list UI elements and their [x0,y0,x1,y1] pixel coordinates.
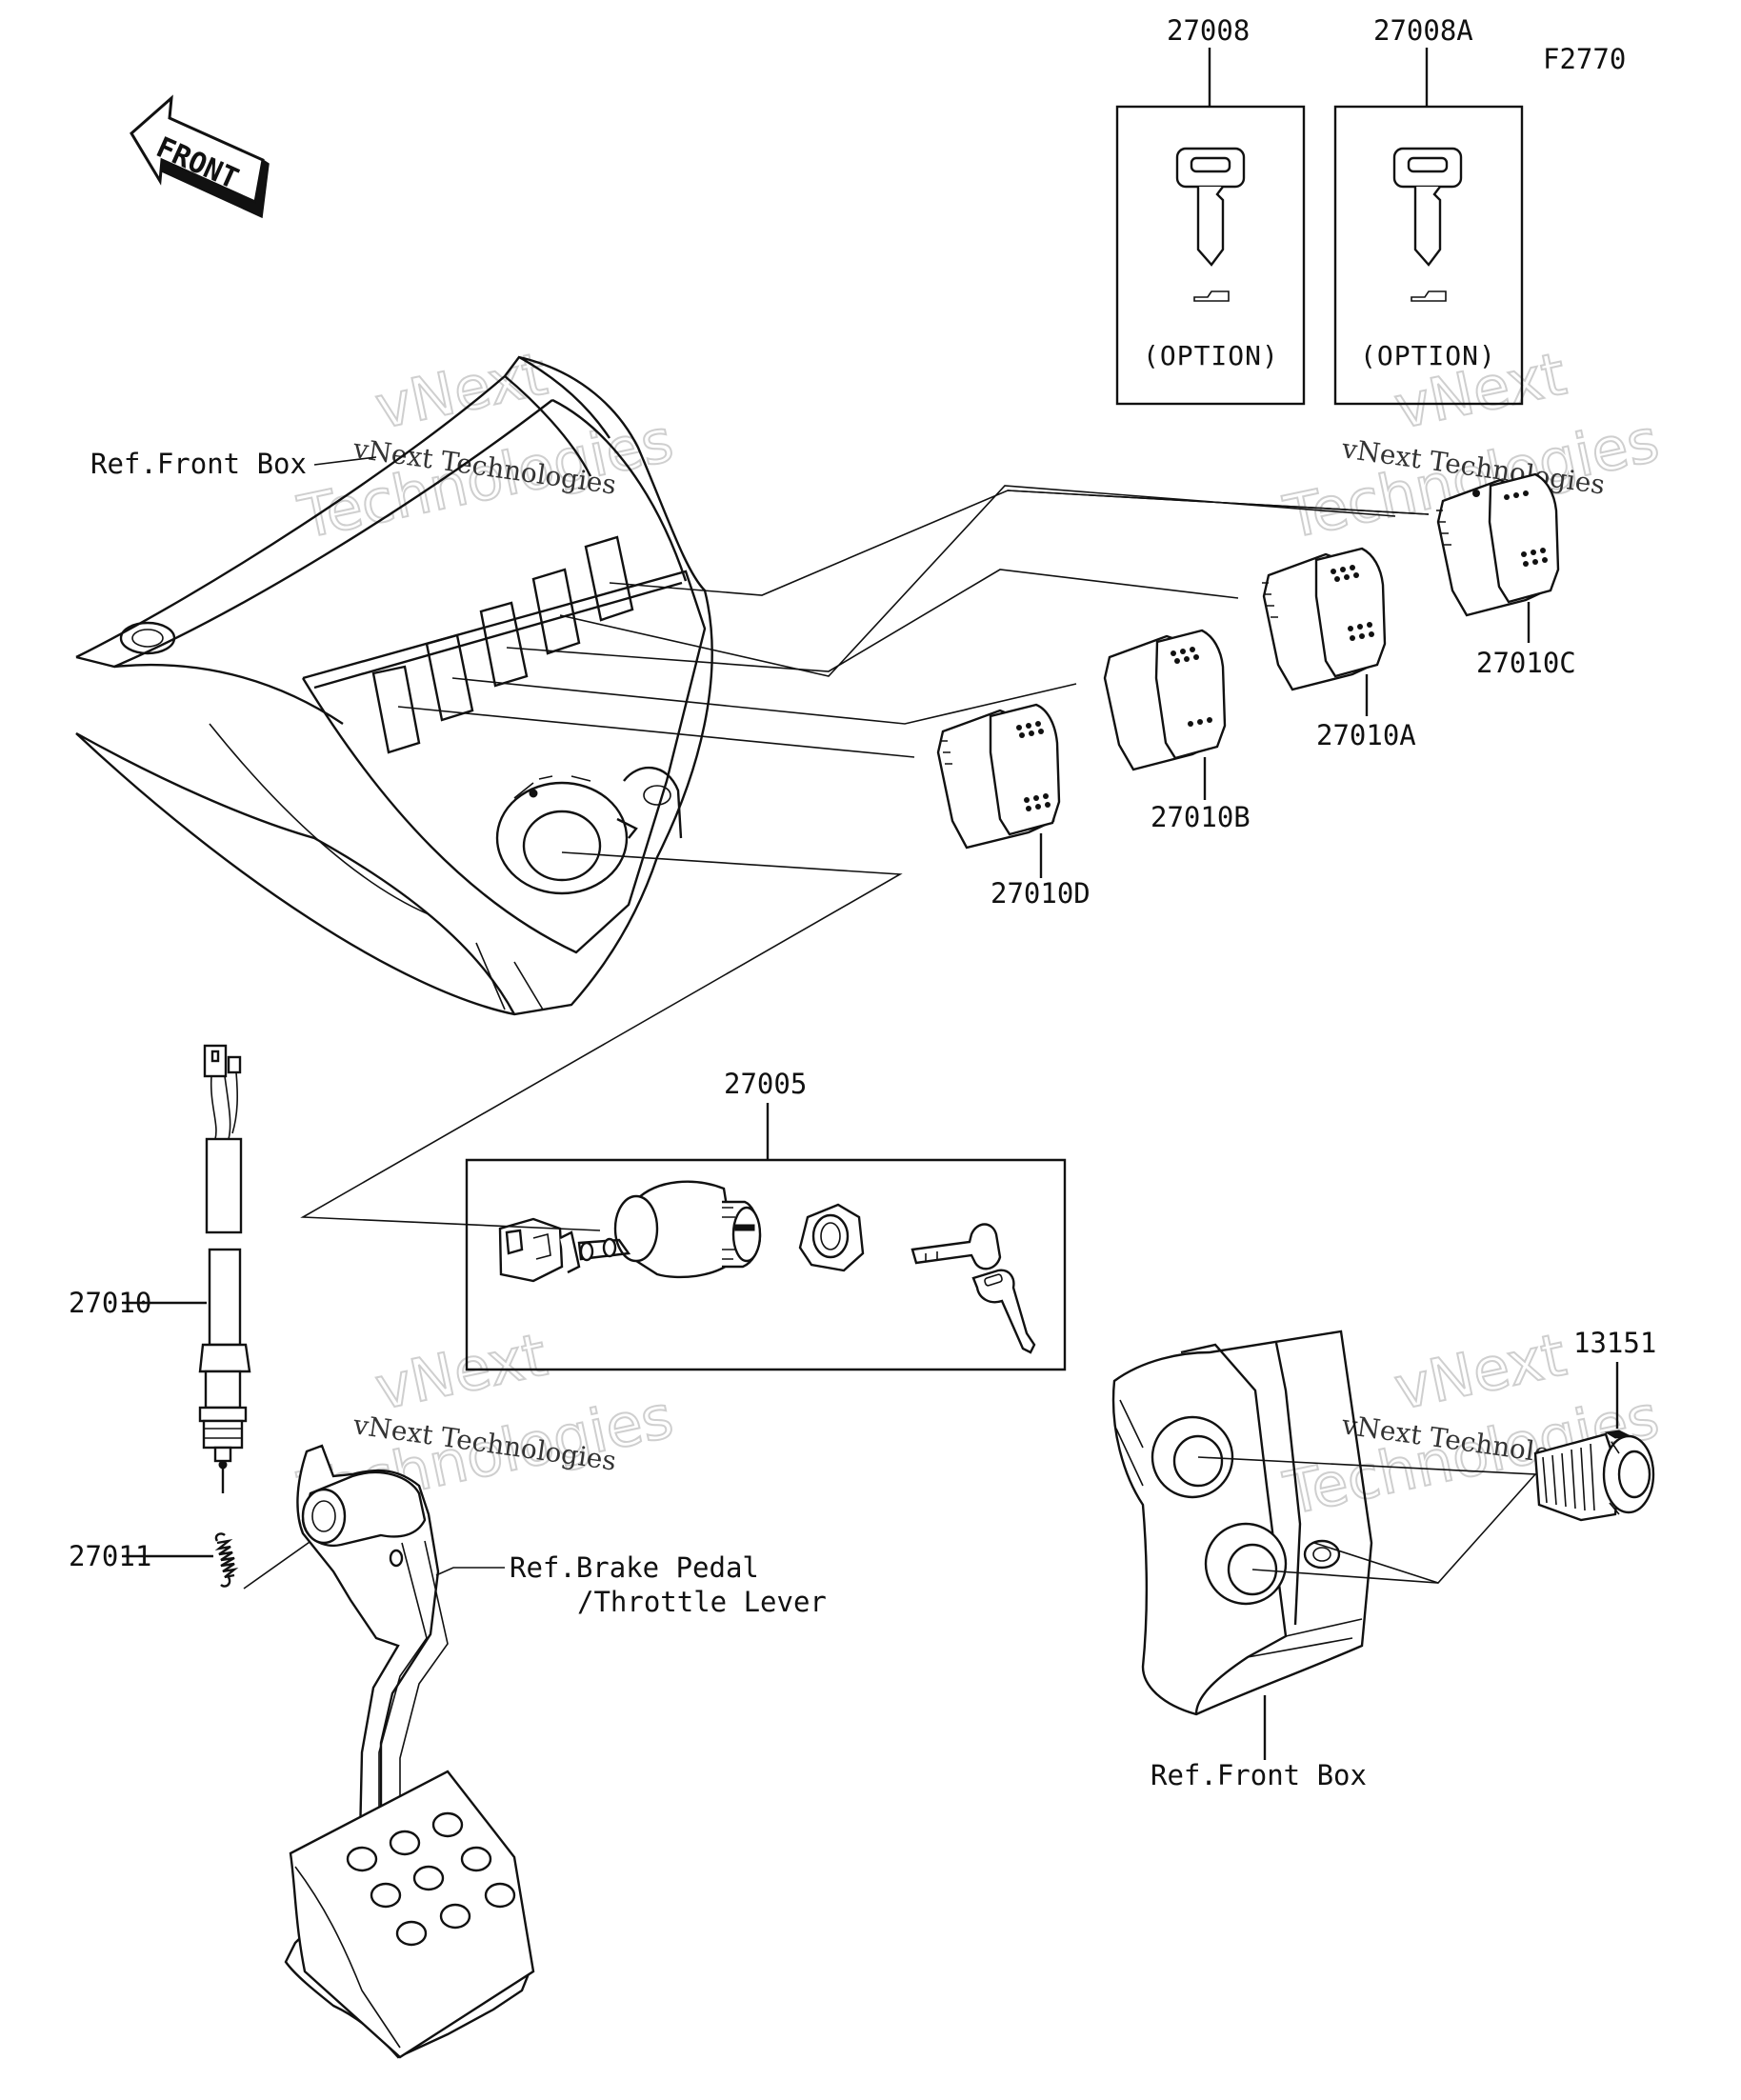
ignition-keys-icon [911,1223,1036,1354]
ref-front-box-top: Ref.Front Box [90,448,307,480]
option-label-27008: (OPTION) [1143,340,1279,371]
mounting-hole [119,621,176,655]
front-direction-arrow: FRONT [130,94,270,219]
ignition-lock-nut [798,1203,865,1272]
rocker-switch-27010A: 27010A [1262,547,1416,751]
socket-hole-upper [1151,1415,1234,1499]
return-spring-27011: 27011 [69,1532,239,1588]
rocker-switch-27010B: 27010B [1103,629,1251,833]
brake-pedal-leader [435,1567,505,1576]
socket-hole-lower [1204,1522,1288,1606]
option-label-27008A: (OPTION) [1360,340,1496,371]
watermark-top-left: vNext Technologies vNext Technologies [291,338,680,553]
figure-code: F2770 [1543,43,1626,75]
ignition-key-hole [495,775,629,895]
callout-27011: 27011 [69,1540,151,1572]
dashboard-front-box [75,355,713,1016]
callout-27010D: 27010D [991,877,1091,910]
callout-27005: 27005 [724,1068,807,1100]
switch-openings [371,535,634,754]
pedal-grip-holes [346,1811,516,1947]
socket-leader-lines [1197,1456,1537,1584]
svg-text:vNext: vNext [370,339,552,443]
ignition-switch-body [613,1180,762,1279]
callout-27008: 27008 [1167,14,1250,47]
key-profile-icon [1193,290,1230,302]
key-icon [1392,147,1463,267]
ref-brake-pedal-line1: Ref.Brake Pedal [510,1551,759,1584]
front-box-socket-panel [1111,1330,1373,1716]
callout-27010: 27010 [69,1287,151,1319]
callout-13151: 13151 [1573,1327,1656,1359]
callout-27010B: 27010B [1151,801,1251,833]
key-profile-icon [1411,290,1447,302]
callout-27010C: 27010C [1476,647,1576,679]
ref-front-box-bottom: Ref.Front Box [1151,1759,1367,1791]
brake-stop-switch-27010: 27010 [69,1044,251,1493]
rocker-switch-27010D: 27010D [936,703,1091,910]
rocker-switch-27010C: 27010C [1436,472,1576,679]
svg-text:vNext: vNext [370,1320,552,1424]
callout-27008A: 27008A [1373,14,1473,47]
ignition-switch-set-27005: 27005 [465,1068,1067,1371]
accessory-socket-13151: 13151 [1533,1327,1656,1522]
ref-brake-pedal-line2: /Throttle Lever [577,1586,827,1618]
key-option-box-27008: 27008 (OPTION) [1115,14,1306,406]
key-option-box-27008A: 27008A (OPTION) [1333,14,1524,406]
ignition-connector [498,1217,631,1283]
callout-27010A: 27010A [1316,719,1416,751]
key-icon [1175,147,1246,267]
brake-pedal-assembly [284,1444,535,2059]
switch-leader-lines [397,485,1430,758]
